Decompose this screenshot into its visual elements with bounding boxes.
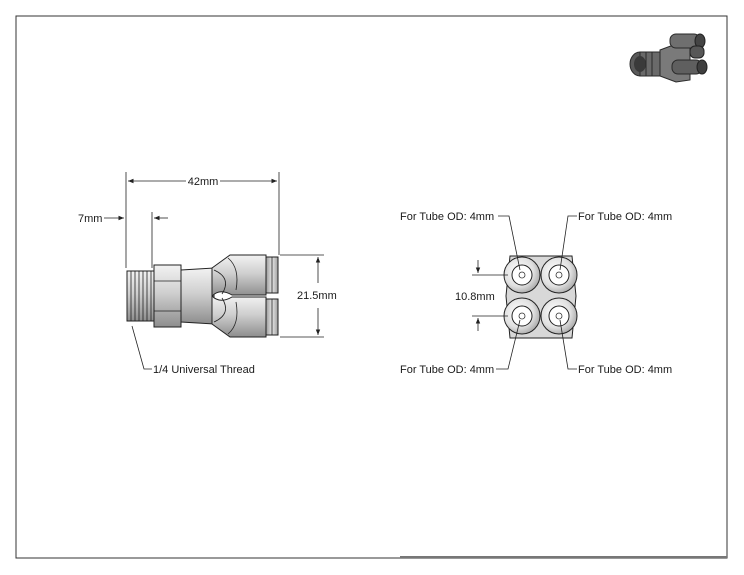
dim-spacing-label: 10.8mm [455,291,495,303]
iso-view-thumbnail [629,33,708,83]
callout-thread: 1/4 Universal Thread [131,325,255,376]
callout-thread-label: 1/4 Universal Thread [153,364,255,376]
callout-tube-top-left: For Tube OD: 4mm [400,211,521,271]
port-bottom-left [503,297,541,335]
end-view-fitting [503,255,578,339]
dim-height-label: 21.5mm [297,290,337,302]
port-top-left [503,256,541,294]
dim-height: 21.5mm [280,254,337,338]
dim-thread-length-label: 7mm [78,213,102,225]
callout-tube-bottom-right: For Tube OD: 4mm [559,319,672,376]
dim-thread-length: 7mm [78,212,168,268]
port-bottom-right [540,297,578,335]
callout-tube-bottom-right-label: For Tube OD: 4mm [578,364,672,376]
callout-tube-top-right-label: For Tube OD: 4mm [578,211,672,223]
callout-tube-top-left-label: For Tube OD: 4mm [400,211,494,223]
dim-overall-length-label: 42mm [188,176,219,188]
dim-spacing: 10.8mm [455,260,508,331]
callout-tube-bottom-left: For Tube OD: 4mm [400,319,521,376]
dim-overall-length: 42mm [125,172,280,268]
port-top-right [540,256,578,294]
side-view-fitting [126,254,279,338]
sheet-border [15,15,728,559]
callout-tube-top-right: For Tube OD: 4mm [559,211,672,271]
callout-tube-bottom-left-label: For Tube OD: 4mm [400,364,494,376]
